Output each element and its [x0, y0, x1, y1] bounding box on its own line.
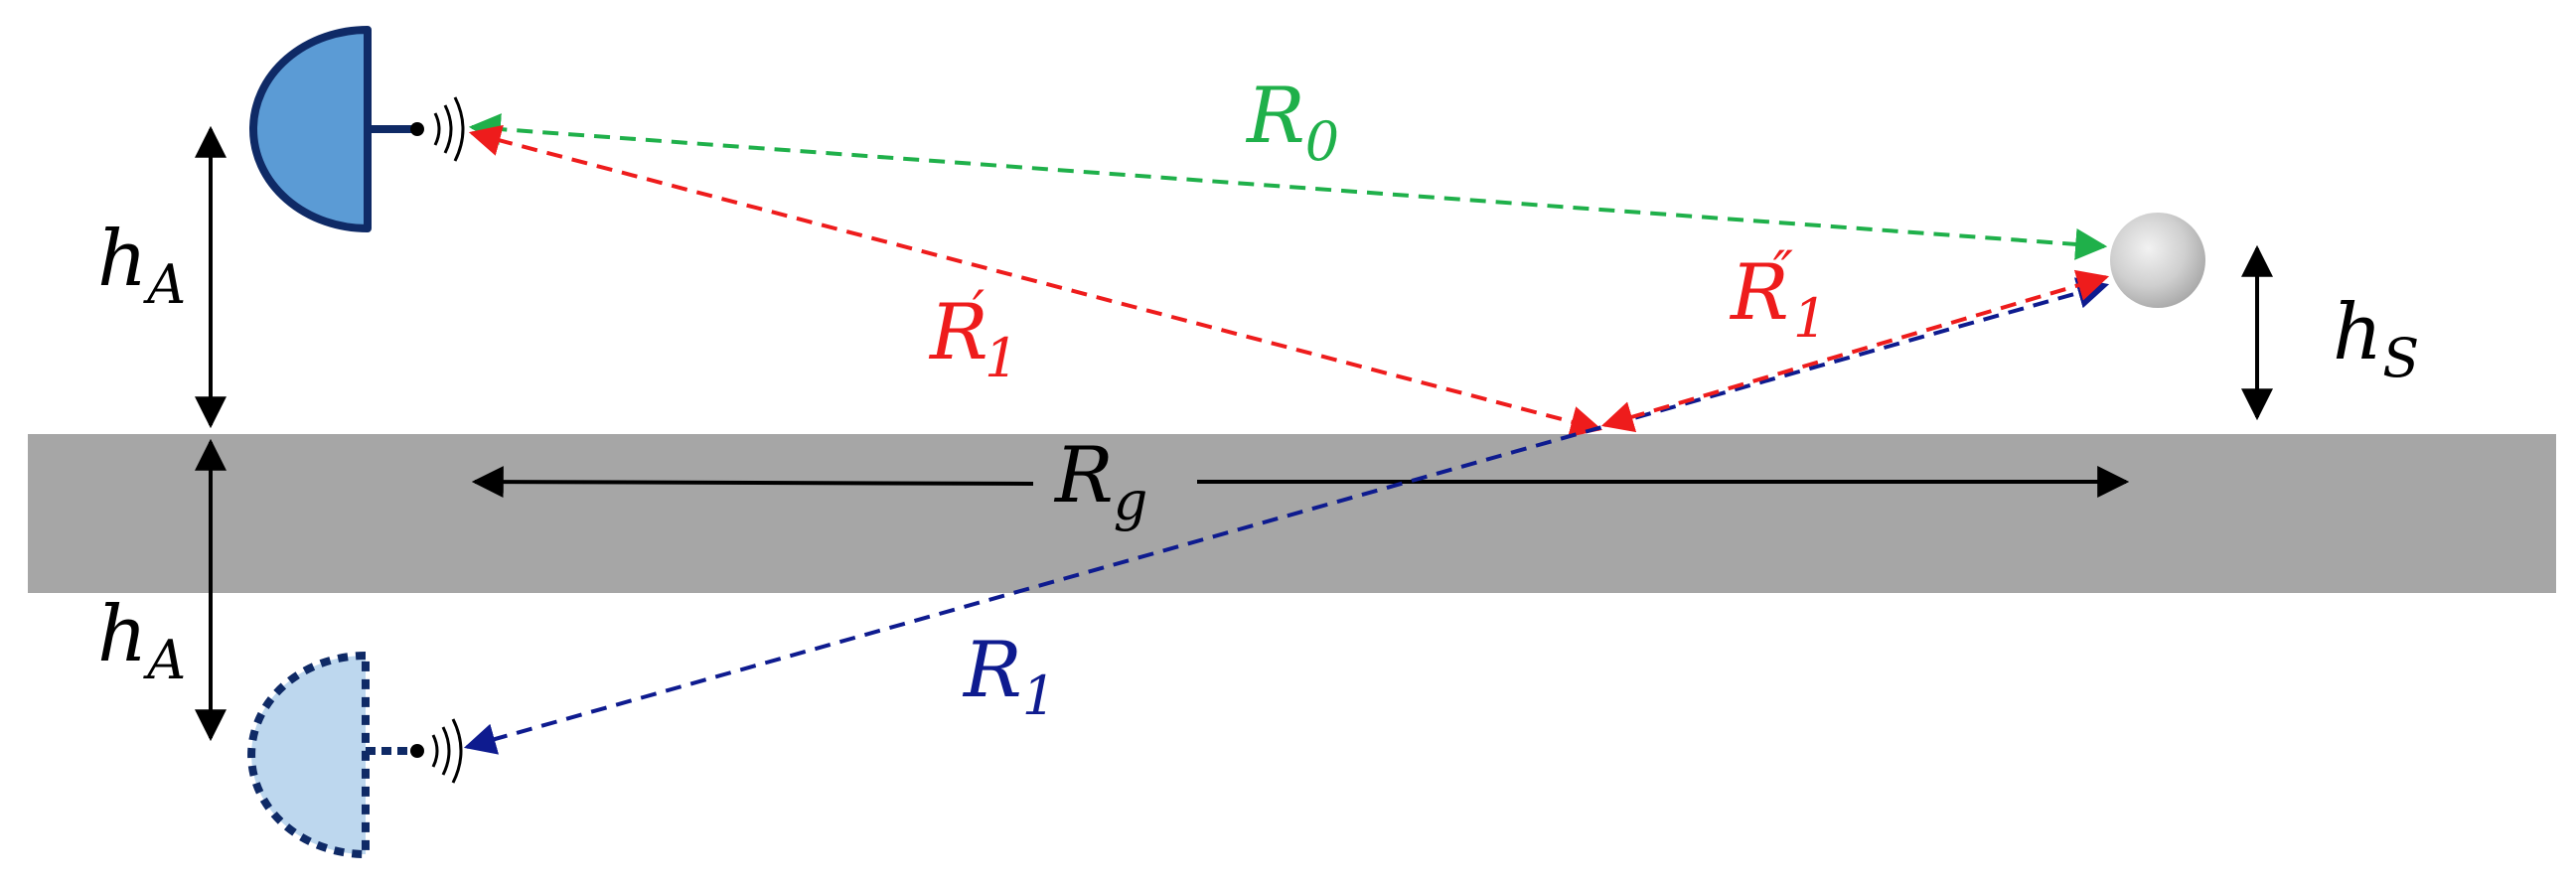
label-hs: hS	[2333, 288, 2420, 389]
label-ha-top: hA	[97, 215, 187, 316]
label-r1-double-prime: R″1	[1731, 239, 1828, 350]
rg-arrow-left	[471, 466, 1034, 499]
radar-antenna-icon	[249, 26, 465, 232]
label-rg: Rg	[1055, 431, 1148, 532]
label-r1-prime: R′1	[930, 279, 1019, 389]
direct-path-r0	[468, 113, 2108, 260]
reflected-path-r1-prime	[468, 124, 1603, 438]
label-r1: R1	[964, 626, 1057, 727]
sphere-target-icon	[2110, 213, 2205, 308]
reflected-path-r1-double-prime	[1600, 269, 2110, 433]
label-r0: R0	[1247, 72, 1340, 173]
image-antenna-icon	[247, 652, 463, 858]
label-ha-bottom: hA	[97, 590, 187, 691]
